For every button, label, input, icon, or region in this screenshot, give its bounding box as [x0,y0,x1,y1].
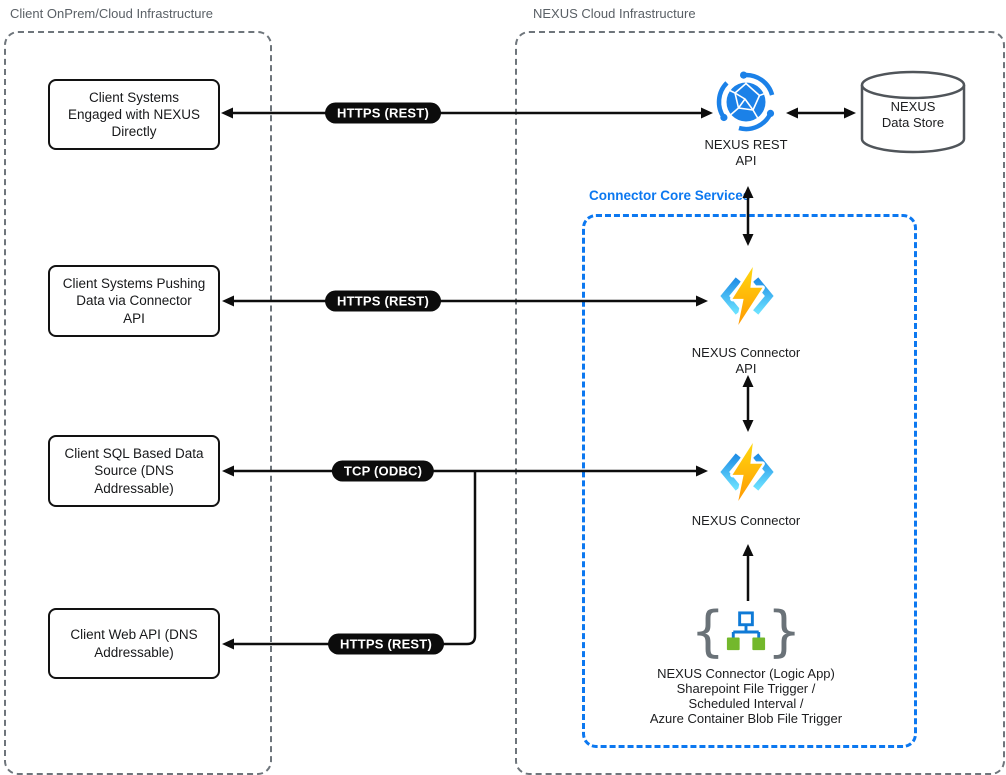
arrow-restapi-datastore [786,107,856,119]
arrow-row4-https-branch [222,471,477,650]
nexus-zone-border [515,31,1005,775]
client-zone-title: Client OnPrem/Cloud Infrastructure [10,6,214,21]
connector-icon [718,440,776,504]
pill-row4-https: HTTPS (REST) [328,633,444,655]
data-store-icon [860,70,966,154]
arrow-logicapp-connector [742,544,754,601]
logic-app-brace-right: } [767,599,802,663]
core-services-border [582,214,917,748]
connector-api-icon [718,264,776,328]
arrow-restapi-connectorapi [742,186,754,246]
pill-row1-https: HTTPS (REST) [325,102,441,124]
arrow-connectorapi-connector [742,375,754,432]
logic-app-label: NEXUS Connector (Logic App)Sharepoint Fi… [649,666,843,726]
pill-row2-https: HTTPS (REST) [325,290,441,312]
logic-app-brace-left: { [690,599,725,663]
client-zone-border [4,31,272,775]
connector-label: NEXUS Connector [691,513,801,528]
arrow-row1-https [221,107,713,119]
arrow-row3-tcp [222,465,708,477]
rest-api-icon [714,70,778,134]
nexus-zone-title: NEXUS Cloud Infrastructure [533,6,696,21]
core-services-title: Connector Core Services [589,188,751,203]
arrow-row2-https [222,295,708,307]
logic-app-icon: { } [691,602,802,662]
pill-row3-tcp: TCP (ODBC) [331,460,435,482]
logic-app-flowchart [726,611,766,651]
